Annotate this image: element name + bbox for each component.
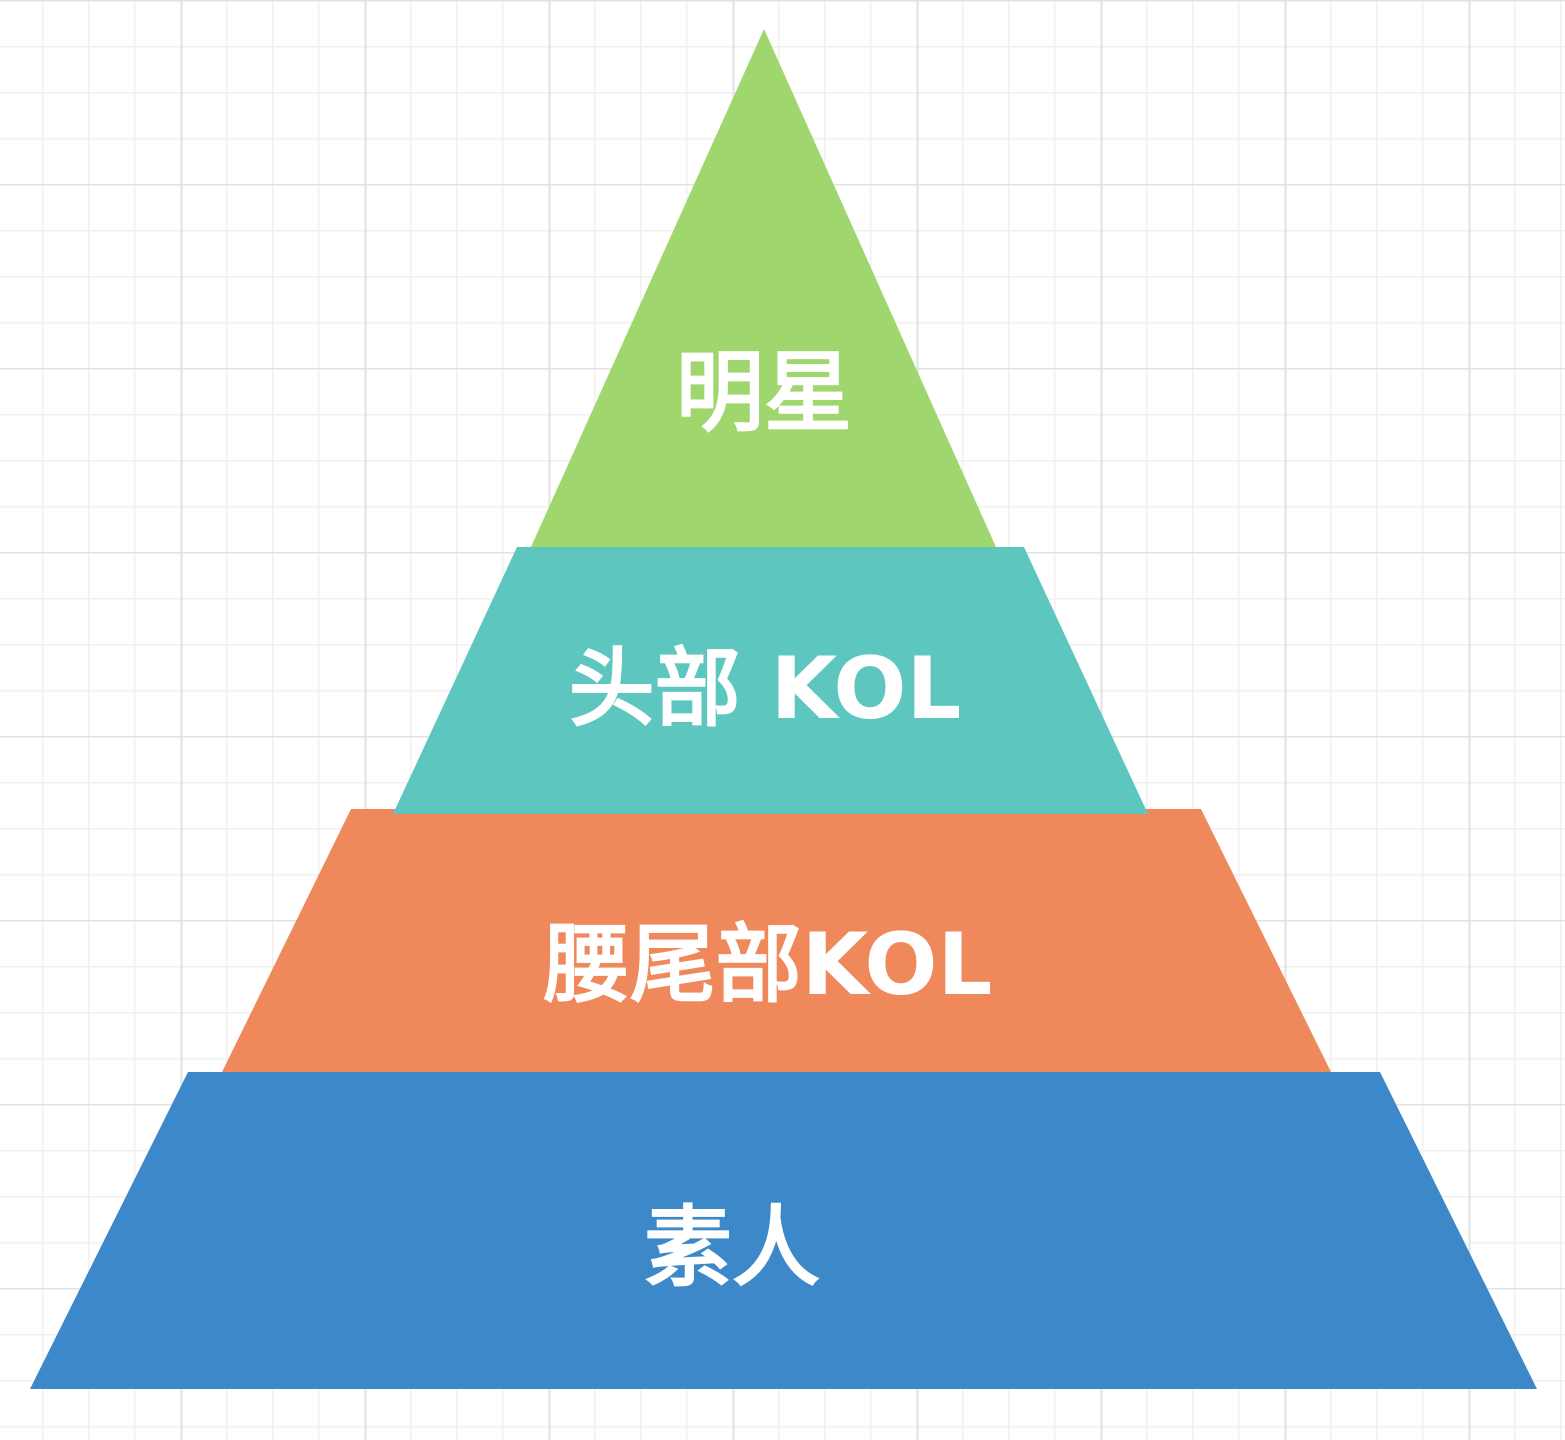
layer-shape-apex xyxy=(531,29,996,547)
layer-shape-base xyxy=(30,1072,1537,1389)
layer-shape-mid-tail-kol xyxy=(222,809,1331,1072)
pyramid-layer-mid-tail-kol[interactable]: 腰尾部KOL xyxy=(222,809,1331,1072)
layer-label-top-kol: 头部 KOL xyxy=(569,639,962,739)
pyramid-layer-base[interactable]: 素人 xyxy=(30,1072,1537,1389)
layer-shape-top-kol xyxy=(393,547,1148,814)
layer-label-apex: 明星 xyxy=(676,341,852,444)
layer-label-base: 素人 xyxy=(644,1196,820,1299)
pyramid-layer-top-kol[interactable]: 头部 KOL xyxy=(393,547,1148,814)
layer-label-mid-tail-kol: 腰尾部KOL xyxy=(544,915,993,1015)
pyramid-layer-apex[interactable]: 明星 xyxy=(531,29,996,547)
